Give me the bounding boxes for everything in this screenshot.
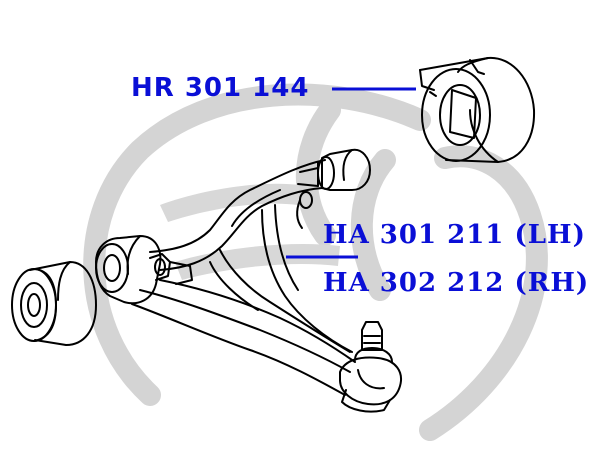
part-number-top-bushing: HR 301 144	[131, 73, 310, 103]
part-number-arm-lh: HA 301 211 (LH)	[323, 220, 586, 250]
top-bushing-icon	[419, 56, 536, 163]
control-arm-icon	[95, 148, 402, 413]
left-bushing-icon	[11, 261, 97, 346]
part-number-arm-rh: HA 302 212 (RH)	[323, 268, 590, 298]
